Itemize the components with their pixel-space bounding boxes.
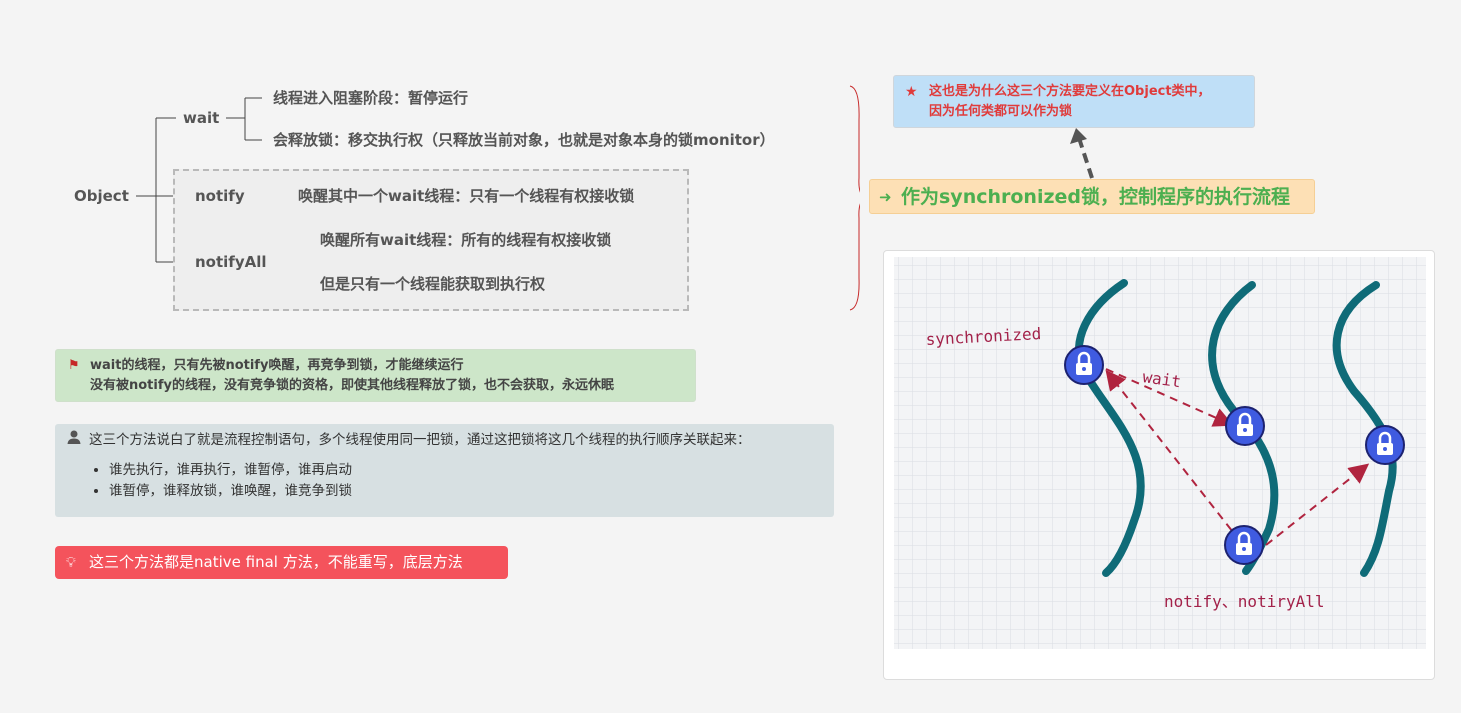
dashed-arrow-up [1070, 128, 1094, 179]
label-notify: notify、notiryAll [1164, 592, 1325, 611]
flag-note-line-2: 没有被notify的线程，没有竞争锁的资格，即使其他线程释放了锁，也不会获取，永… [90, 378, 614, 393]
user-icon [67, 430, 81, 444]
arrow-wait [1105, 368, 1234, 427]
node-notify[interactable]: notify [195, 187, 245, 205]
node-wait-child-2[interactable]: 会释放锁：移交执行权（只释放当前对象，也就是对象本身的锁monitor） [273, 131, 775, 149]
illustration-canvas: synchronized wait notify、notiryAll [894, 257, 1426, 649]
lock-icon [1365, 425, 1405, 465]
summary-note[interactable]: ★ 这也是为什么这三个方法要定义在Object类中， 因为任何类都可以作为锁 [893, 75, 1255, 128]
thread-lock-illustration[interactable]: synchronized wait notify、notiryAll [883, 250, 1435, 680]
summary-note-line-1: 这也是为什么这三个方法要定义在Object类中， [929, 84, 1211, 99]
summary-topic-label: 作为synchronized锁，控制程序的执行流程 [901, 186, 1291, 208]
user-note-list: 谁先执行，谁再执行，谁暂停，谁再启动 谁暂停，谁释放锁，谁唤醒，谁竞争到锁 [89, 460, 834, 502]
star-icon: ★ [905, 84, 918, 100]
user-note-text: 这三个方法说白了就是流程控制语句，多个线程使用同一把锁，通过这把锁将这几个线程的… [89, 432, 751, 448]
node-wait-child-1[interactable]: 线程进入阻塞阶段：暂停运行 [273, 89, 469, 107]
tip-note-text: 这三个方法都是native final 方法，不能重写，底层方法 [89, 553, 463, 571]
node-notify-child-1[interactable]: 唤醒其中一个wait线程：只有一个线程有权接收锁 [298, 187, 635, 205]
list-item: 谁暂停，谁释放锁，谁唤醒，谁竞争到锁 [109, 481, 834, 502]
lock-icon [1225, 406, 1265, 446]
bulb-icon: 💡︎ [66, 555, 76, 571]
summary-note-line-2: 因为任何类都可以作为锁 [929, 104, 1073, 119]
arrow-notify-back [1105, 369, 1241, 542]
list-item: 谁先执行，谁再执行，谁暂停，谁再启动 [109, 460, 834, 481]
node-wait[interactable]: wait [183, 109, 220, 127]
arrow-notify-forward [1265, 463, 1370, 546]
tip-note[interactable]: 💡︎ 这三个方法都是native final 方法，不能重写，底层方法 [55, 546, 508, 579]
arrow-right-icon: ➜ [879, 188, 892, 206]
node-notifyall[interactable]: notifyAll [195, 253, 267, 271]
flag-icon: ⚑ [68, 358, 80, 373]
lock-icon [1064, 345, 1104, 385]
notify-group-box [173, 169, 689, 311]
lock-icon [1224, 525, 1264, 565]
thread-line-1 [1075, 279, 1145, 577]
root-node-object[interactable]: Object [74, 187, 129, 205]
node-notifyall-child-1[interactable]: 唤醒所有wait线程：所有的线程有权接收锁 [320, 231, 612, 249]
node-notifyall-child-2[interactable]: 但是只有一个线程能获取到执行权 [320, 275, 546, 293]
user-note[interactable]: 这三个方法说白了就是流程控制语句，多个线程使用同一把锁，通过这把锁将这几个线程的… [55, 424, 834, 517]
summary-topic[interactable]: ➜ 作为synchronized锁，控制程序的执行流程 [869, 179, 1315, 214]
flag-note-line-1: wait的线程，只有先被notify唤醒，再竞争到锁，才能继续运行 [90, 358, 464, 373]
flag-note[interactable]: ⚑ wait的线程，只有先被notify唤醒，再竞争到锁，才能继续运行 没有被n… [55, 349, 696, 402]
